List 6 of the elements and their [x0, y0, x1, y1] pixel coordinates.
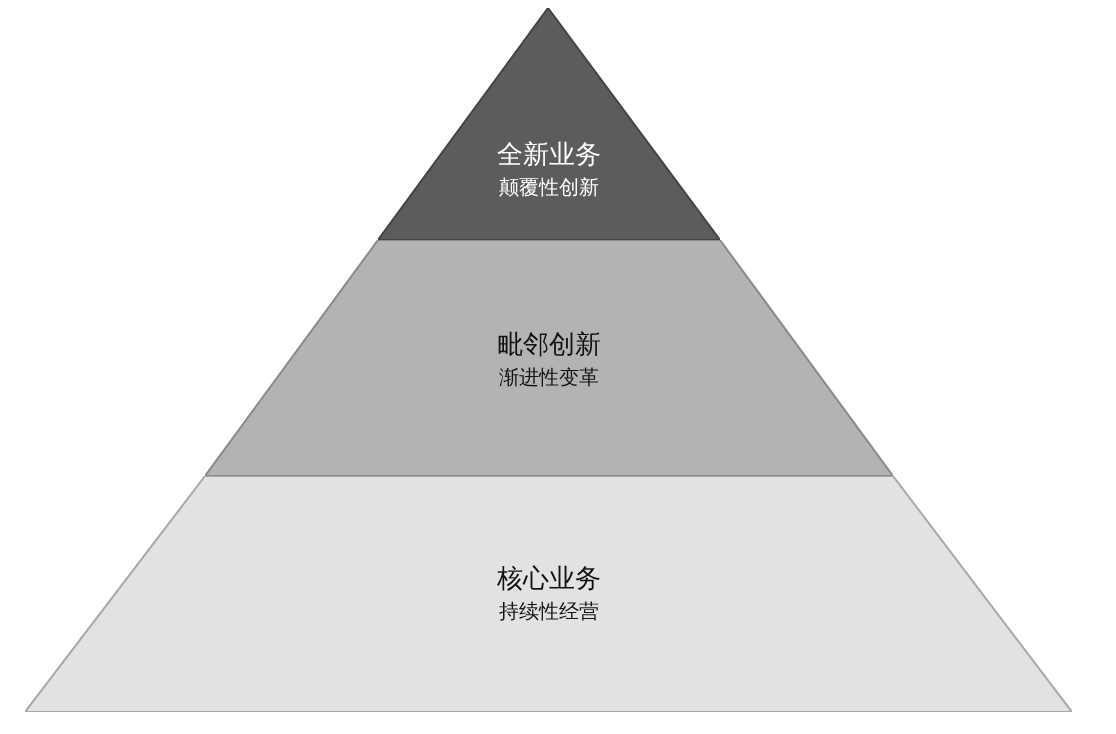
tier-title: 全新业务 [497, 138, 601, 171]
tier-subtitle: 持续性经营 [498, 598, 599, 625]
tier-title: 毗邻创新 [497, 328, 601, 361]
tier-title: 核心业务 [496, 562, 601, 595]
tier-subtitle: 颠覆性创新 [499, 174, 599, 201]
tier-subtitle: 渐进性变革 [499, 364, 599, 391]
